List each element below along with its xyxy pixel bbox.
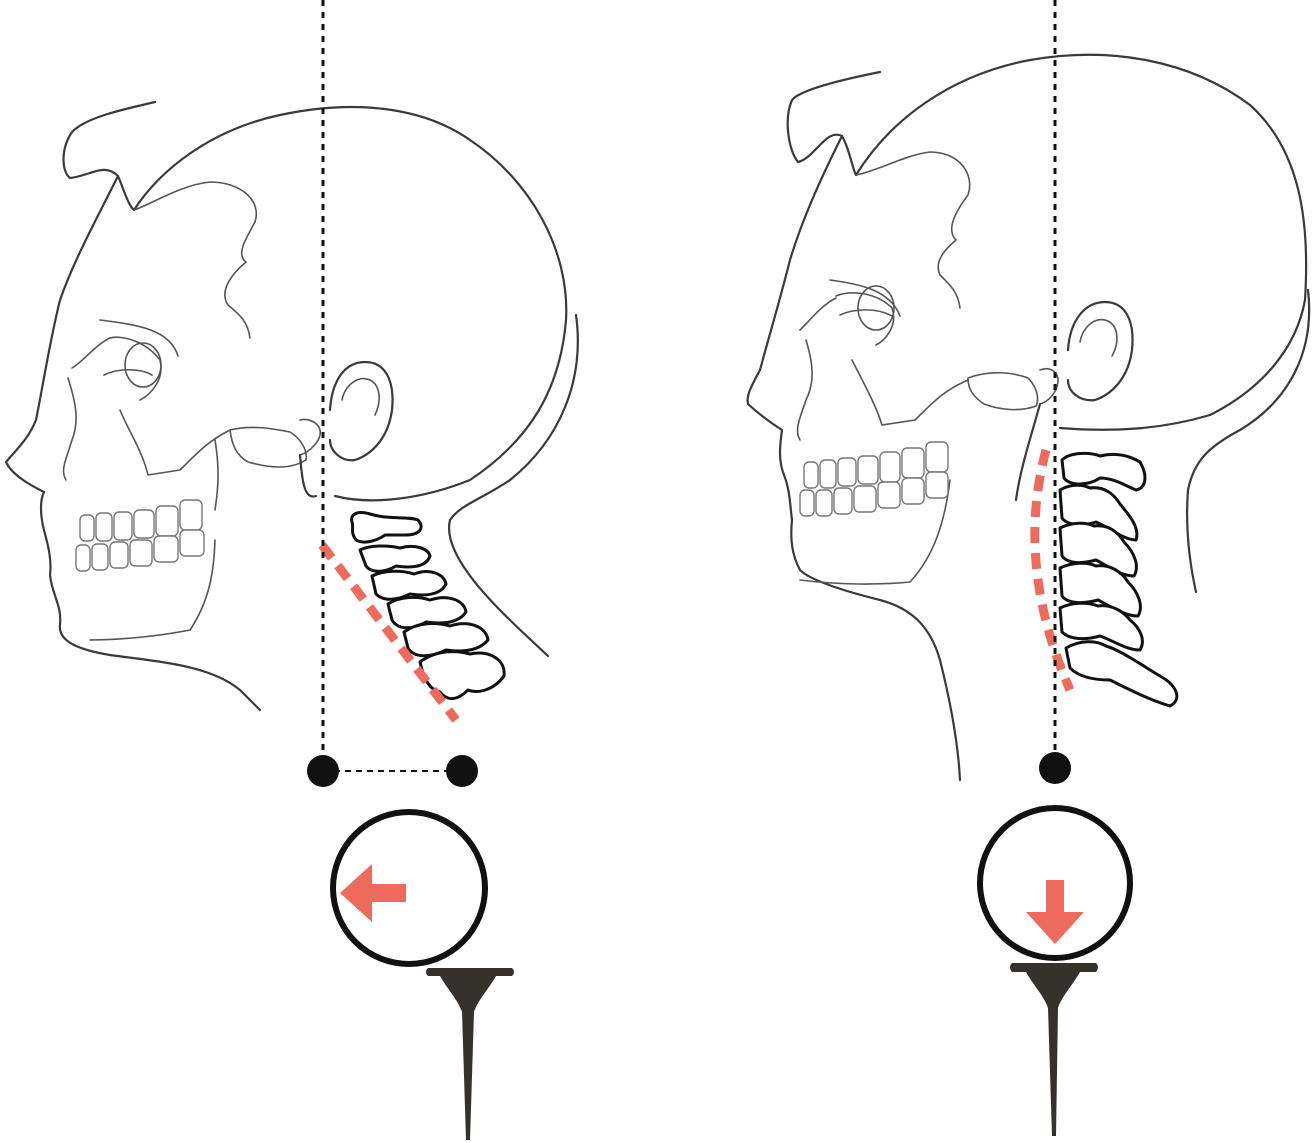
plumb-dot-icon [307,755,339,787]
head-center-dot-icon [446,755,478,787]
neutral-head-panel [748,0,1310,1136]
forward-head-tee-icon [426,968,514,1140]
forward-head-skull-icon [6,102,578,710]
forward-head-teeth [76,500,204,571]
forward-head-panel [6,0,578,1140]
neutral-head-teeth [800,442,948,516]
aligned-plumb-dot-icon [1039,752,1071,784]
neutral-head-skull-icon [748,55,1310,780]
neutral-head-vertebrae-icon [1060,453,1177,706]
neutral-head-tee-icon [1010,963,1098,1136]
forward-head-vertebrae-icon [352,513,505,699]
